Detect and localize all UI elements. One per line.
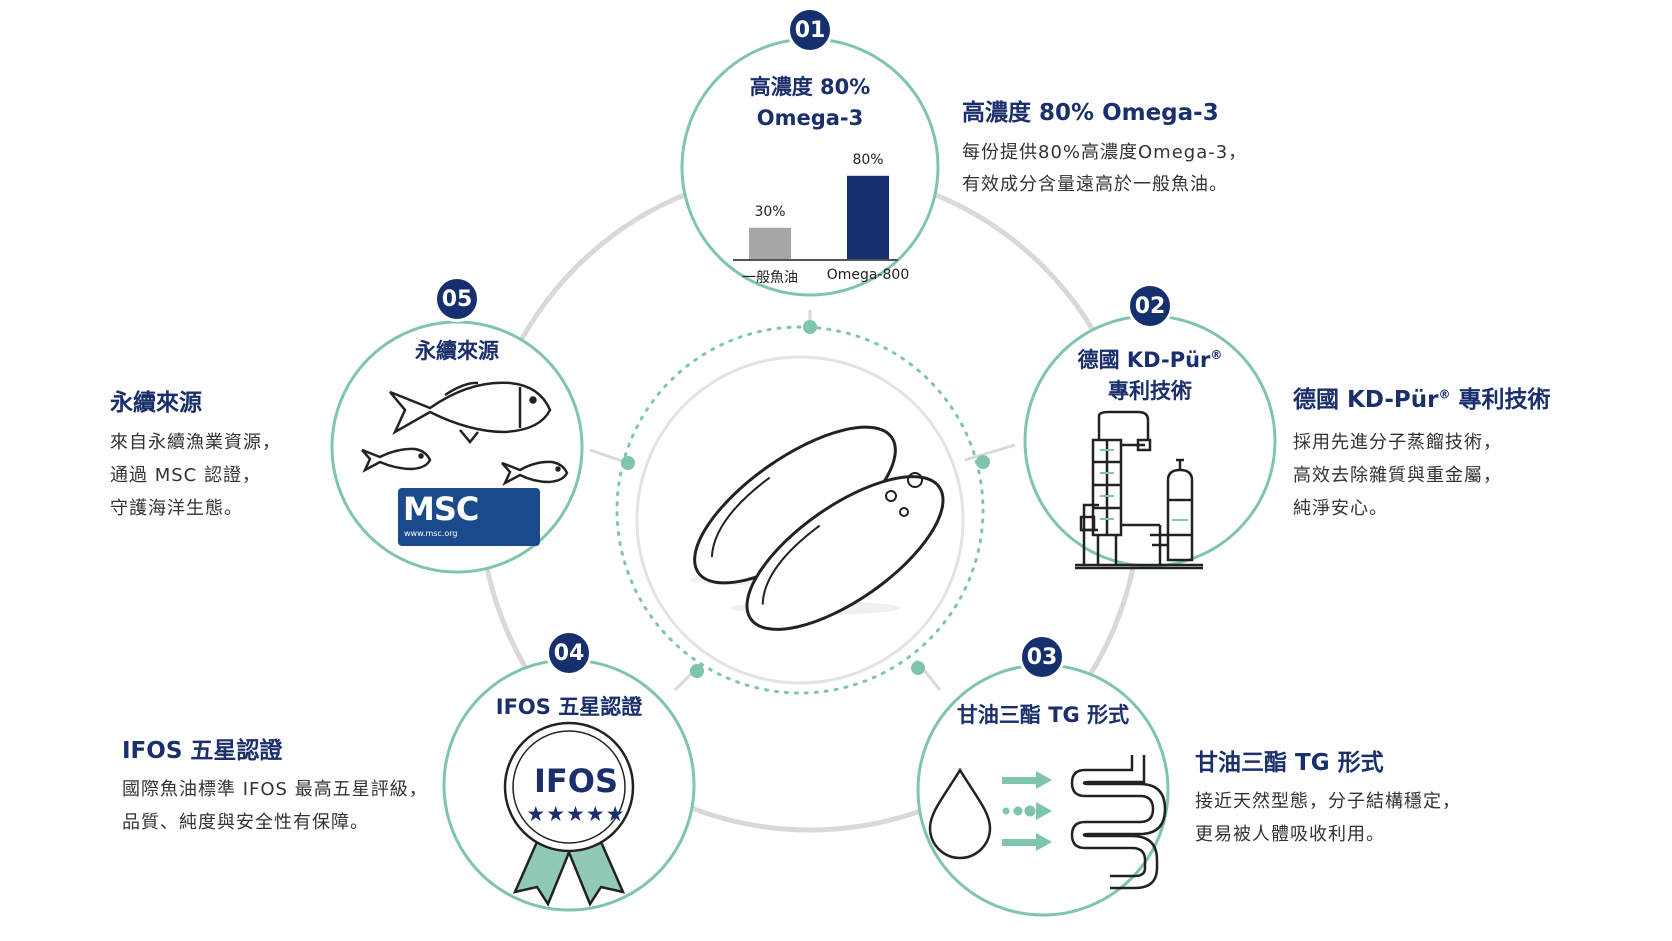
feature-number-03: 03 xyxy=(1019,634,1065,680)
msc-logo-text: MSC xyxy=(403,490,479,528)
feature-desc-line: 每份提供80%高濃度Omega-3， xyxy=(962,142,1248,163)
feature-number-04: 04 xyxy=(546,630,592,676)
feature-desc-line: 採用先進分子蒸餾技術， xyxy=(1293,432,1502,453)
feature-desc-title-03: 甘油三酯 TG 形式 xyxy=(1195,750,1384,776)
msc-logo-url: www.msc.org xyxy=(404,529,458,538)
distillation-tower-icon xyxy=(1075,410,1203,570)
feature-desc-line: 來自永續漁業資源， xyxy=(110,432,281,453)
ifos-badge-text: IFOS xyxy=(533,762,618,800)
feature-circle-title-01: 高濃度 80% Omega-3 xyxy=(720,72,900,134)
feature-desc-line: 通過 MSC 認證， xyxy=(110,465,261,486)
feature-desc-title-05: 永續來源 xyxy=(110,390,202,416)
feature-circle-title-05: 永續來源 xyxy=(415,339,499,363)
feature-desc-title-01: 高濃度 80% Omega-3 xyxy=(962,100,1219,126)
feature-number-01: 01 xyxy=(787,7,833,53)
feature-desc-line: 國際魚油標準 IFOS 最高五星評級， xyxy=(122,779,428,800)
award-ribbon-icon xyxy=(503,721,635,907)
capsule-icon xyxy=(690,425,945,631)
circle-title-line1: 德國 KD-Pür® xyxy=(1077,348,1223,372)
circle-title-line2: Omega-3 xyxy=(756,106,864,130)
chart-bar xyxy=(749,227,791,259)
feature-desc-line: 接近天然型態，分子結構穩定， xyxy=(1195,791,1461,812)
feature-desc-line: 守護海洋生態。 xyxy=(110,498,243,519)
feature-desc-title-04: IFOS 五星認證 xyxy=(122,738,283,764)
msc-logo: MSC www.msc.org xyxy=(398,488,540,546)
chart-category-label: 一般魚油 xyxy=(742,270,798,286)
chart-category-label: Omega-800 xyxy=(826,267,910,283)
feature-number-02: 02 xyxy=(1127,283,1173,329)
feature-number-05: 05 xyxy=(434,276,480,322)
chart-bar xyxy=(847,175,889,259)
feature-desc-line: 更易被人體吸收利用。 xyxy=(1195,824,1385,845)
feature-desc-line: 品質、純度與安全性有保障。 xyxy=(122,812,369,833)
dotted-ring xyxy=(615,325,985,695)
chart-value-label: 80% xyxy=(852,151,884,168)
chart-value-label: 30% xyxy=(754,203,786,220)
circle-title-line1: 高濃度 80% xyxy=(749,75,871,99)
feature-circle-title-02: 德國 KD-Pür® 專利技術 xyxy=(1060,340,1240,407)
feature-desc-line: 高效去除雜質與重金屬， xyxy=(1293,465,1502,486)
ifos-star-rating: ★★★★★ xyxy=(526,802,626,826)
absorption-icon xyxy=(928,755,1167,890)
feature-desc-line: 純淨安心。 xyxy=(1293,498,1388,519)
feature-circle-title-04: IFOS 五星認證 xyxy=(495,695,643,719)
fish-icon xyxy=(361,381,569,486)
feature-circle-title-03: 甘油三酯 TG 形式 xyxy=(956,703,1130,727)
inner-ring xyxy=(635,355,965,685)
feature-desc-line: 有效成分含量遠高於一般魚油。 xyxy=(962,174,1228,195)
circle-title-line2: 專利技術 xyxy=(1108,379,1192,403)
bar-chart-icon xyxy=(733,175,898,261)
feature-desc-title-02: 德國 KD-Pür® 專利技術 xyxy=(1293,387,1551,413)
ring-nodes xyxy=(621,320,990,678)
